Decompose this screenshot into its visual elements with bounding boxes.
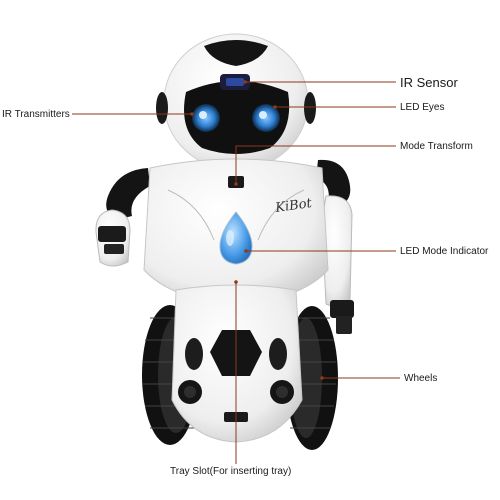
leader-tray-slot-dot (234, 280, 238, 284)
robot-lower-body (171, 284, 303, 443)
leader-lines (72, 80, 400, 464)
label-ir-sensor: IR Sensor (400, 75, 458, 90)
label-led-mode-indicator: LED Mode Indicator (400, 246, 489, 257)
kibot-logo: KiBot (273, 196, 313, 216)
label-mode-transform: Mode Transform (400, 141, 473, 152)
label-ir-transmitters: IR Transmitters (2, 109, 70, 120)
leader-ir-sensor-dot (243, 80, 247, 84)
label-tray-slot: Tray Slot(For inserting tray) (170, 466, 292, 477)
leader-led-eyes-dot (273, 105, 277, 109)
leader-mode-transform-dot (234, 182, 238, 186)
leader-wheels-dot (320, 376, 324, 380)
robot-head (156, 33, 316, 171)
label-led-eyes: LED Eyes (400, 102, 445, 113)
robot-torso (143, 158, 329, 305)
left-arm (95, 168, 150, 267)
leader-led-mode-indicator-dot (244, 249, 248, 253)
label-wheels: Wheels (404, 373, 438, 384)
leader-mode-transform (235, 145, 396, 184)
leader-ir-transmitters-dot (190, 112, 194, 116)
